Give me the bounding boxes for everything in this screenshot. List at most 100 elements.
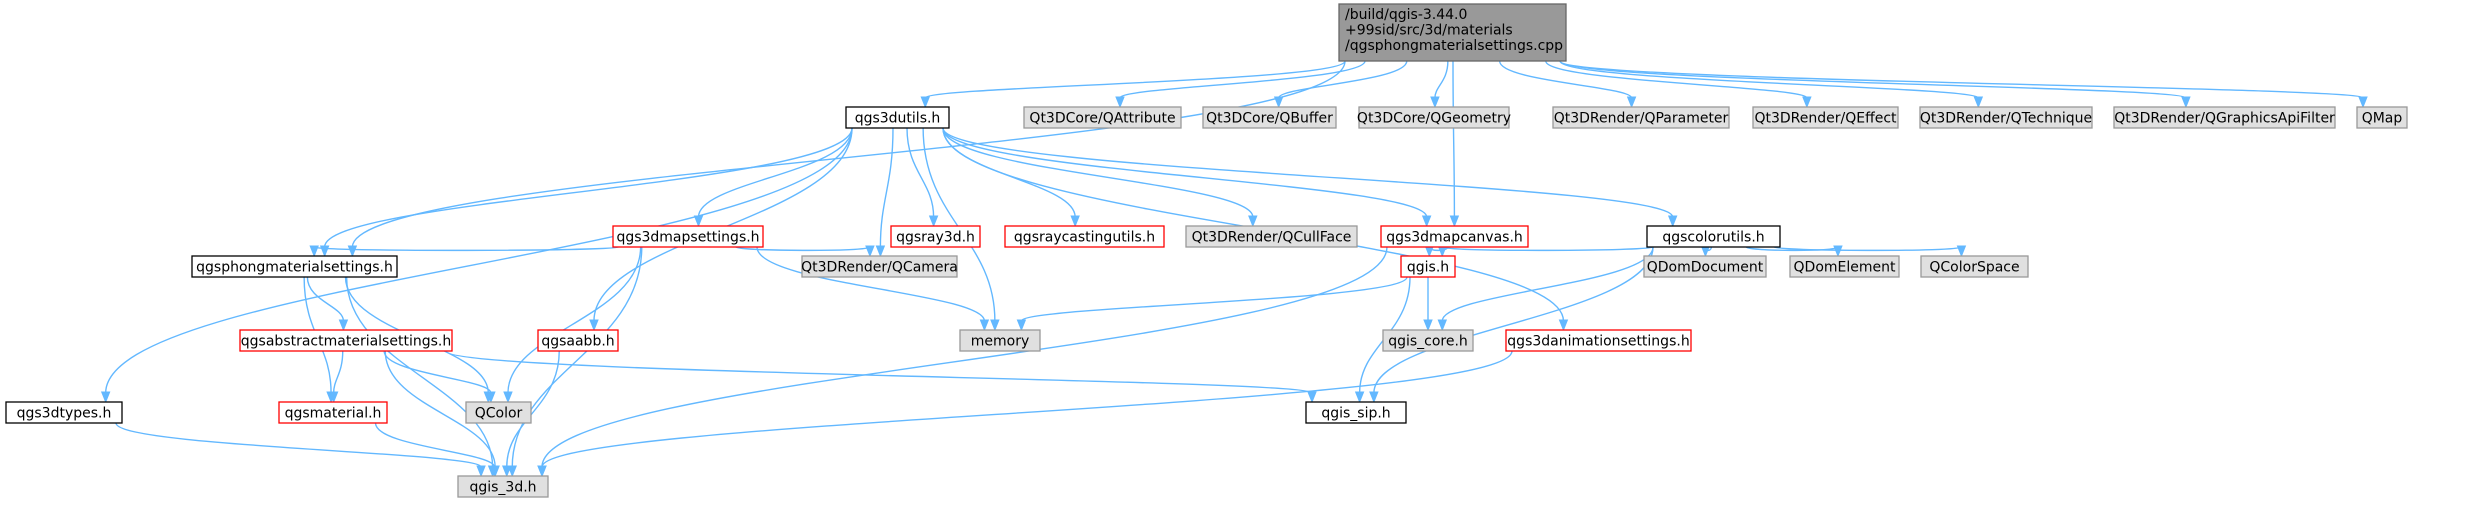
node-qtechnique: Qt3DRender/QTechnique	[1919, 106, 2093, 129]
node-qcamera: Qt3DRender/QCamera	[801, 255, 958, 278]
edge-qgsabstractmaterialsettings-to-qcolor	[383, 350, 496, 404]
node-label: Qt3DRender/QParameter	[1554, 111, 1729, 127]
node-box	[457, 475, 549, 498]
edge-qgscolorutils-to-qgis_sip	[1369, 246, 1654, 404]
node-box	[278, 401, 388, 424]
node-label: qgsray3d.h	[896, 230, 975, 246]
edge-arrowhead	[979, 319, 990, 332]
node-qgsmaterial[interactable]: qgsmaterial.h	[278, 401, 388, 424]
edge-arrowhead	[486, 391, 496, 404]
node-label: Qt3DCore/QGeometry	[1357, 111, 1511, 127]
edge-arrowhead	[1070, 215, 1080, 228]
edge-line	[541, 246, 1388, 468]
node-box	[1752, 106, 1899, 129]
edge-qgsabstractmaterialsettings-to-qgis_sip	[445, 350, 1317, 404]
edge-line	[906, 127, 935, 218]
edge-line	[1559, 60, 1980, 99]
edge-arrowhead	[1016, 319, 1027, 332]
edge-line	[115, 422, 482, 468]
edge-qgsabstractmaterialsettings-to-qgsmaterial	[328, 350, 344, 404]
node-label: qgis_3d.h	[469, 480, 536, 496]
edge-line	[313, 246, 620, 252]
node-qgs3danimationsettings[interactable]: qgs3danimationsettings.h	[1505, 329, 1692, 352]
node-box	[537, 329, 619, 352]
edge-qgsphongmaterialsettings-to-qgsabstractmaterialsettings	[306, 276, 349, 332]
node-label: QColor	[475, 406, 523, 422]
edge-arrowhead	[1833, 245, 1843, 258]
edge-arrowhead	[1973, 96, 1984, 109]
node-label: Qt3DCore/QBuffer	[1206, 111, 1333, 127]
node-qeffect: Qt3DRender/QEffect	[1752, 106, 1899, 129]
edge-root-to-qbuffer	[1273, 60, 1408, 109]
node-label: qgscolorutils.h	[1662, 230, 1764, 246]
node-qattribute: Qt3DCore/QAttribute	[1023, 106, 1182, 129]
node-label: qgsabstractmaterialsettings.h	[241, 334, 451, 350]
edge-arrowhead	[328, 391, 339, 404]
node-box	[1920, 255, 2029, 278]
node-qgs3dutils[interactable]: qgs3dutils.h	[845, 106, 950, 129]
node-qgs3dmapcanvas[interactable]: qgs3dmapcanvas.h	[1380, 225, 1529, 248]
node-qgsabstractmaterialsettings[interactable]: qgsabstractmaterialsettings.h	[239, 329, 453, 352]
edge-qgscolorutils-to-qdomelement	[1745, 245, 1843, 258]
node-label: qgsphongmaterialsettings.h	[196, 260, 393, 276]
node-label: Qt3DRender/QEffect	[1754, 111, 1897, 127]
node-box	[1004, 225, 1165, 248]
edge-qgs3dutils-to-qgsray3d	[906, 127, 939, 228]
edge-root-to-qgs3dmapcanvas	[1449, 60, 1460, 228]
edge-line	[1119, 60, 1366, 99]
edge-root-to-qmap	[1559, 60, 2368, 109]
node-label: Qt3DCore/QAttribute	[1029, 111, 1175, 127]
node-label: qgsmaterial.h	[285, 406, 382, 422]
edge-qgs3dmapsettings-to-qcolor	[503, 246, 642, 404]
edge-root-to-qgs3dutils	[920, 60, 1346, 109]
edge-qgscolorutils-to-qcolorspace	[1773, 245, 1967, 258]
node-qcolor: QColor	[465, 401, 532, 424]
node-qcolorspace: QColorSpace	[1920, 255, 2029, 278]
node-label: /build/qgis-3.44.0	[1345, 7, 1467, 23]
node-box	[1338, 3, 1567, 62]
node-qgis_sip[interactable]: qgis_sip.h	[1305, 401, 1407, 424]
node-label: Qt3DRender/QGraphicsApiFilter	[2114, 111, 2335, 127]
edge-qgs3dutils-to-qcullface	[942, 127, 1258, 228]
edge-line	[104, 127, 853, 394]
edge-line	[1559, 60, 2364, 99]
edge-arrowhead	[1273, 96, 1284, 109]
edge-arrowhead	[2181, 96, 2191, 109]
node-box	[465, 401, 532, 424]
edge-arrowhead	[1430, 96, 1440, 109]
edge-qgsmaterial-to-qgis_3d	[374, 422, 500, 478]
node-box	[1400, 255, 1456, 278]
node-box	[959, 329, 1041, 352]
edge-root-to-qgeometry	[1430, 60, 1449, 109]
edge-line	[942, 127, 1674, 218]
node-qgsaabb[interactable]: qgsaabb.h	[537, 329, 619, 352]
edge-arrowhead	[1369, 391, 1379, 404]
edge-line	[1559, 60, 2187, 99]
edge-arrowhead	[920, 96, 930, 109]
edge-line	[942, 127, 1254, 218]
edge-arrowhead	[865, 245, 875, 258]
node-qgsraycastingutils[interactable]: qgsraycastingutils.h	[1004, 225, 1165, 248]
node-qgsphongmaterialsettings[interactable]: qgsphongmaterialsettings.h	[191, 255, 398, 278]
node-qgis[interactable]: qgis.h	[1400, 255, 1456, 278]
edge-arrowhead	[928, 215, 939, 228]
edge-qgs3dmapsettings-to-qgsphongmaterialsettings	[309, 245, 620, 258]
node-qgs3dtypes[interactable]: qgs3dtypes.h	[5, 401, 123, 424]
node-label: Qt3DRender/QCullFace	[1192, 230, 1352, 246]
edge-line	[384, 350, 496, 468]
node-qgscolorutils[interactable]: qgscolorutils.h	[1646, 225, 1781, 248]
node-box	[1789, 255, 1900, 278]
edge-qgs3dtypes-to-qgis_3d	[115, 422, 486, 478]
node-box	[1358, 106, 1510, 129]
node-qgs3dmapsettings[interactable]: qgs3dmapsettings.h	[612, 225, 764, 248]
edge-arrowhead	[1449, 215, 1460, 228]
node-box	[5, 401, 123, 424]
edge-qgs3dmapcanvas-to-qgis_3d	[537, 246, 1388, 478]
edge-arrowhead	[1558, 319, 1569, 332]
edge-root-to-qtechnique	[1559, 60, 1984, 109]
node-label: qgs3dtypes.h	[17, 406, 112, 422]
node-qgsray3d[interactable]: qgsray3d.h	[890, 225, 981, 248]
edge-line	[735, 246, 871, 252]
node-root[interactable]: /build/qgis-3.44.0+99sid/src/3d/material…	[1338, 3, 1567, 62]
edge-line	[697, 127, 853, 218]
